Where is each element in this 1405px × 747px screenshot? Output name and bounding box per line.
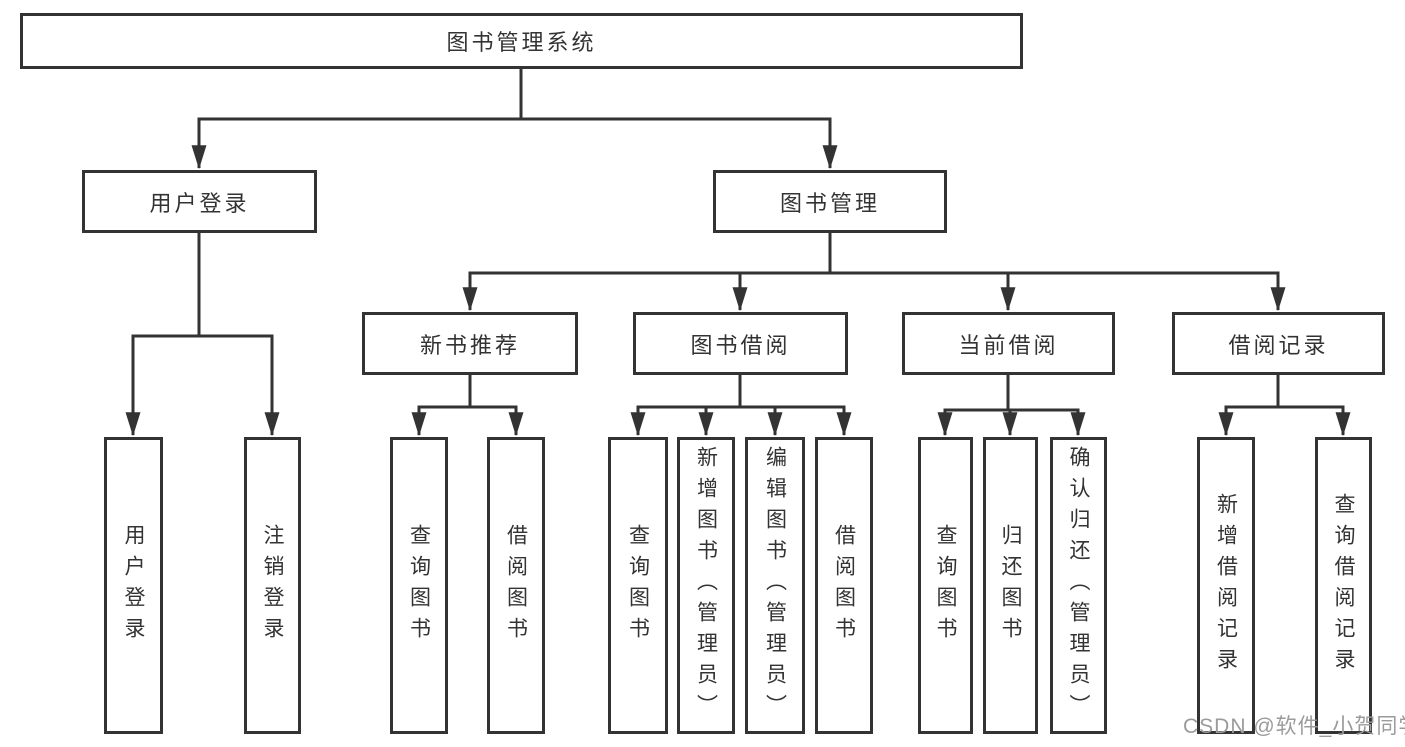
node-book-management: 图书管理 [713, 170, 947, 233]
leaf-query-borrow-record: 查询借阅记录 [1315, 437, 1372, 734]
node-root-system: 图书管理系统 [20, 13, 1023, 69]
leaf-add-borrow-record: 新增借阅记录 [1197, 437, 1255, 734]
node-user-login: 用户登录 [82, 170, 317, 233]
leaf-borrow-books-recommend: 借阅图书 [487, 437, 545, 734]
leaf-logout: 注销登录 [244, 437, 301, 734]
leaf-query-books-borrowing: 查询图书 [608, 437, 668, 734]
leaf-borrow-books-borrowing: 借阅图书 [815, 437, 873, 734]
connector-arrows-group [125, 119, 1351, 437]
leaf-edit-books-admin: 编辑图书（管理员） [745, 437, 805, 734]
node-book-borrowing: 图书借阅 [633, 312, 848, 375]
leaf-query-books-recommend: 查询图书 [390, 437, 448, 734]
node-current-borrowing: 当前借阅 [902, 312, 1115, 375]
leaf-add-books-admin: 新增图书（管理员） [677, 437, 735, 734]
leaf-query-books-current: 查询图书 [918, 437, 973, 734]
leaf-confirm-return-admin: 确认归还（管理员） [1050, 437, 1107, 734]
node-new-book-recommend: 新书推荐 [362, 312, 578, 375]
csdn-watermark: CSDN @软件_小贺同学 [1183, 715, 1405, 738]
leaf-return-books: 归还图书 [983, 437, 1038, 734]
node-borrowing-records: 借阅记录 [1172, 312, 1385, 375]
leaf-user-login: 用户登录 [104, 437, 163, 734]
